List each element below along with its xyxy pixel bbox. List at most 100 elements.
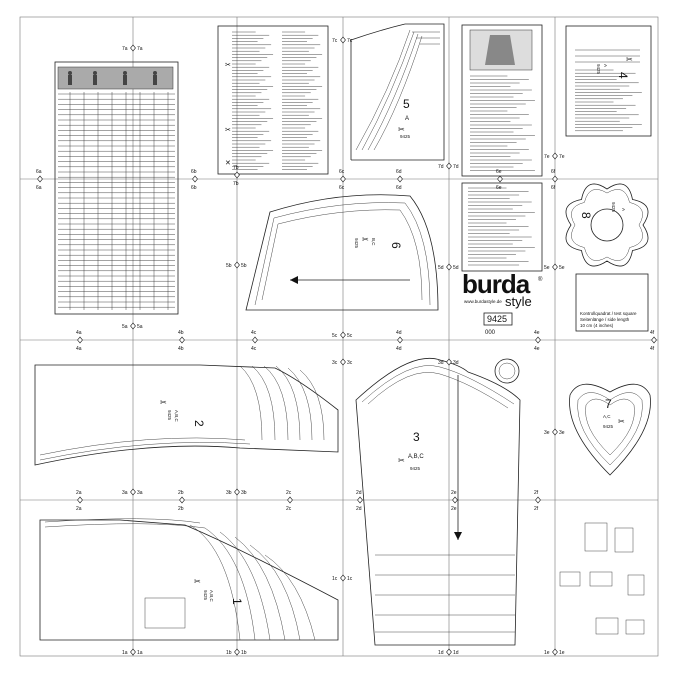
marker-label: 5e [559,265,565,271]
marker-7a: 7a 7a [122,44,143,52]
piece-4-id: 4 [616,72,630,79]
piece-7-letters: A,C [603,414,611,419]
marker-label: 7a [137,46,143,52]
marker-label: 6c [339,169,345,175]
piece-4-code: 9425 [596,64,601,75]
marker-label: 4b [178,346,184,352]
marker-label: 4d [396,346,402,352]
marker-label: 2a [76,490,82,496]
marker-label: 5a [137,324,143,330]
scissors-icon: ✂ [160,398,167,407]
marker-label: 1e [559,650,565,656]
pattern-piece-1 [39,518,339,641]
marker-2c: 2c 2c [286,490,293,512]
marker-label: 6b [191,185,197,191]
marker-label: 1d [438,650,444,656]
piece-8-id: 8 [579,212,593,219]
marker-label: 1d [453,650,459,656]
brand-website: www.burdastyle.de [464,299,502,304]
marker-label: 4a [76,346,82,352]
scissors-icon: ✂ [626,55,633,64]
marker-label: 6a [36,169,42,175]
instruction-block-2 [461,24,543,272]
pattern-piece-4 [565,25,652,137]
piece-4-letters: A [603,64,608,67]
marker-label: 3c [332,360,338,366]
marker-1e: 1e 1e [544,648,565,656]
marker-label: 6a [36,185,42,191]
marker-label: 3b [226,490,232,496]
svg-text:✂: ✂ [225,62,231,69]
marker-label: 4d [396,330,402,336]
marker-label: 1c [347,576,353,582]
marker-label: 2e [451,490,457,496]
marker-label: 6b [191,169,197,175]
marker-label: 1e [544,650,550,656]
piece-8-code: 9425 [611,202,616,213]
marker-label: 2d [356,506,362,512]
piece-1-code: 9425 [203,590,208,601]
marker-label: 4b [178,330,184,336]
marker-label: 1b [226,650,232,656]
marker-label: 3b [241,490,247,496]
piece-5-code: 9425 [400,134,411,139]
marker-label: 2c [286,506,292,512]
marker-label: 4c [251,330,257,336]
piece-6-code: 9425 [354,238,359,249]
scissors-icon: ✂ [618,417,625,426]
scissors-icon: ✂ [362,235,369,244]
marker-1a: 1a 1a [122,648,143,656]
marker-label: 1a [137,650,143,656]
piece-6-letters: B,C [371,238,376,246]
marker-label: 7e [559,154,565,160]
marker-label: 6e [496,185,502,191]
scissors-icon: ✂ [398,456,405,465]
cutting-layout-diagrams [559,522,645,635]
piece-7-code: 9425 [603,424,614,429]
brand-sub: style [505,294,532,309]
marker-label: 6d [396,185,402,191]
marker-label: 7a [122,46,128,52]
marker-label: 4c [251,346,257,352]
marker-label: 4f [650,346,655,352]
svg-text:✕: ✕ [225,160,231,167]
piece-8-letters: A [621,208,626,211]
piece-2-letters: A,B,C [174,410,179,423]
marker-label: 2c [286,490,292,496]
marker-label: 5b [226,263,232,269]
marker-label: 7b [233,181,239,187]
marker-label: 4f [650,330,655,336]
marker-label: 5c [347,333,353,339]
scissors-icon: ✂ [194,577,201,586]
marker-4c: 4c 4c [251,330,258,352]
marker-1d: 1d 1d [438,648,459,656]
marker-label: 1a [122,650,128,656]
marker-label: 5d [453,265,459,271]
marker-label: 7c [347,38,353,44]
pattern-number-box: 9425 000 [483,312,513,336]
marker-label: 6f [551,169,556,175]
piece-1-letters: A,B,C [209,590,214,603]
marker-label: 6f [551,185,556,191]
marker-label: 4e [534,346,540,352]
size-chart [54,61,179,315]
burda-logo: burda ® style www.burdastyle.de [462,269,543,309]
brand-registered: ® [538,276,543,283]
